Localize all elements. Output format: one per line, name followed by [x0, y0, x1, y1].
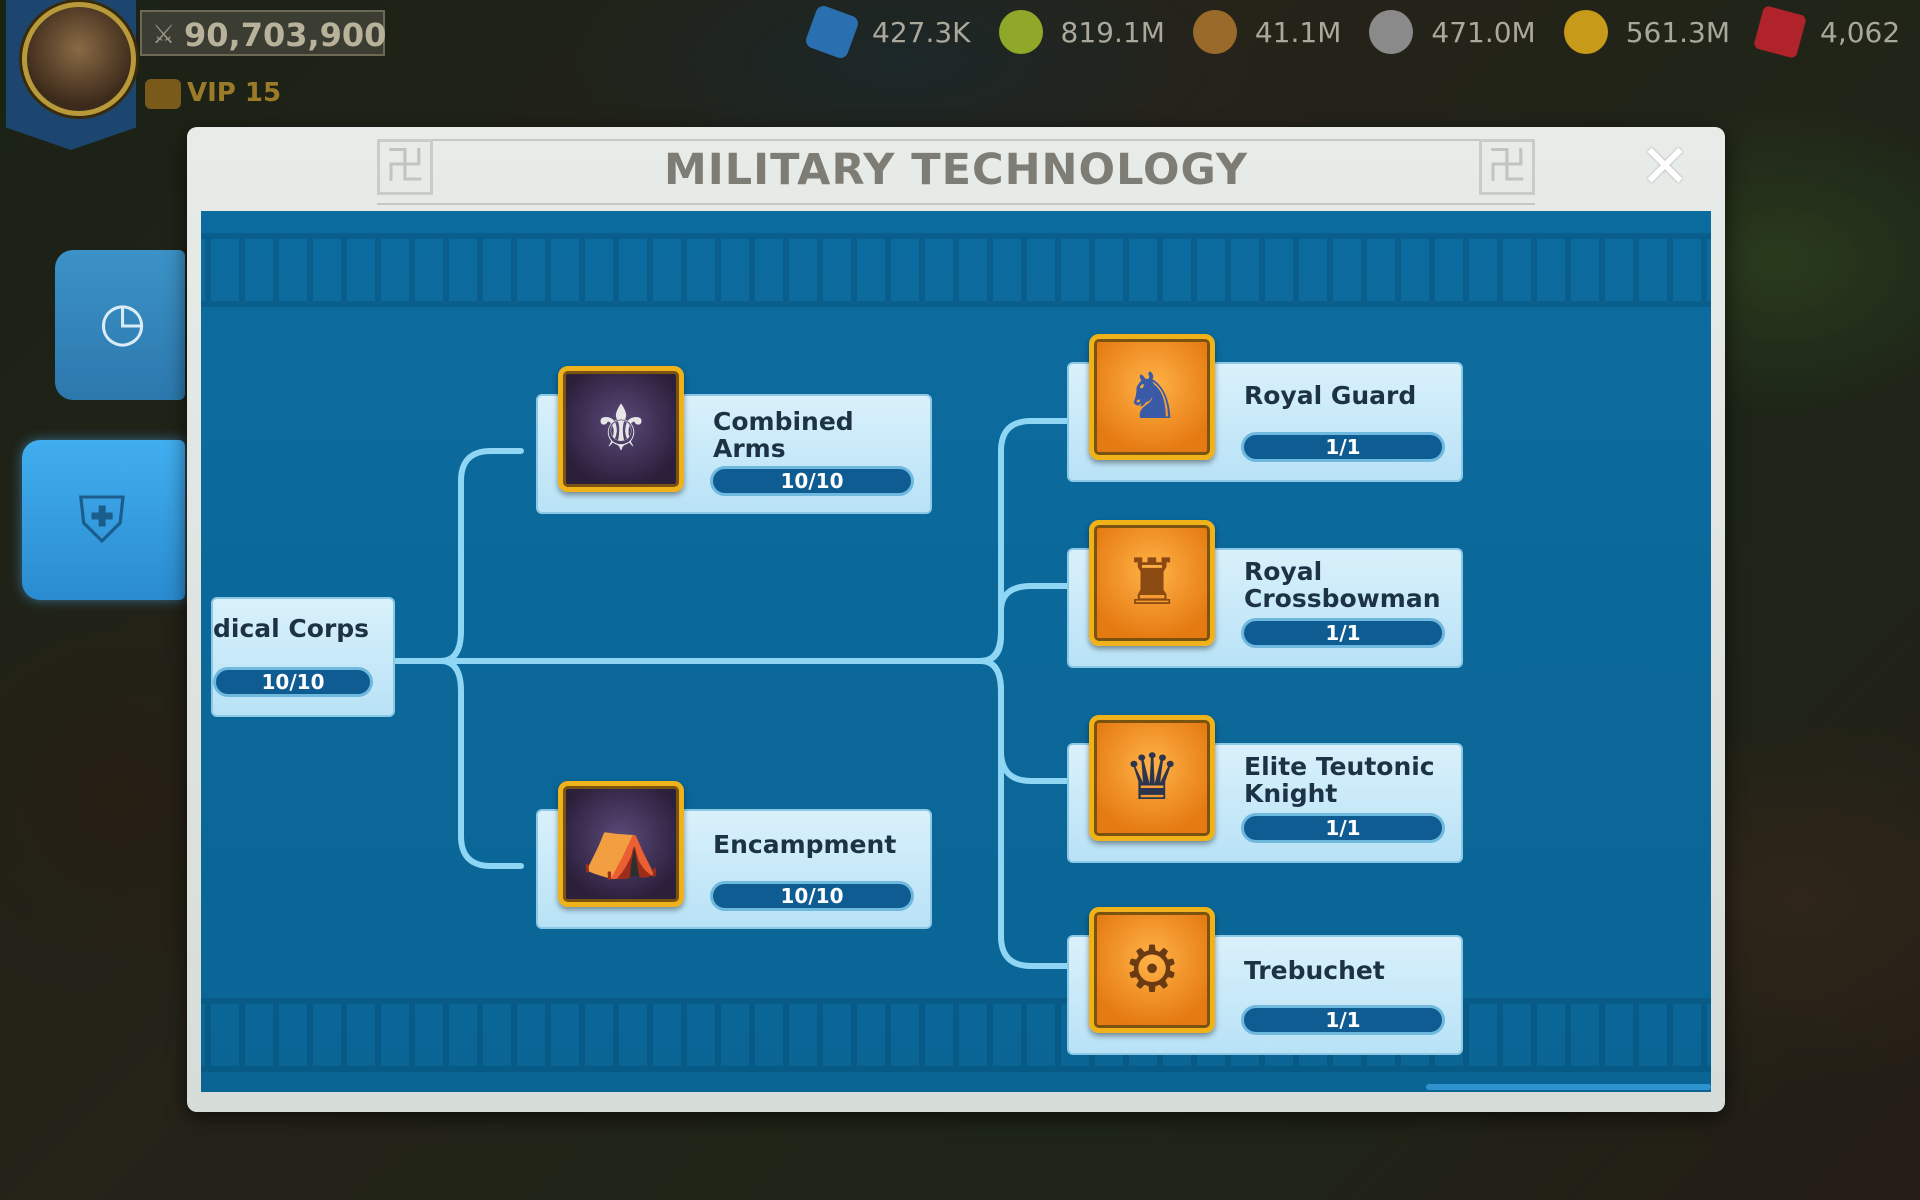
sword-shield-icon: ⛨ [78, 484, 126, 558]
player-avatar[interactable] [22, 2, 136, 116]
blue-gem-icon [803, 3, 861, 61]
vip-crown-icon [145, 78, 181, 109]
tech-name: Elite Teutonic Knight [1244, 753, 1435, 807]
resource-value: 427.3K [872, 15, 971, 49]
knight-portrait-icon: ♞ [1123, 360, 1181, 434]
siege-engine-icon: ⚙ [1123, 933, 1181, 1007]
tab-military-technology[interactable]: ⛨ [22, 440, 185, 600]
spearheads-icon: ⚜ [592, 392, 650, 466]
tech-name-line: Elite Teutonic [1244, 752, 1435, 781]
resource-value: 4,062 [1820, 15, 1901, 49]
gold-coin-icon [1563, 10, 1608, 54]
tech-name: Royal Guard [1244, 381, 1417, 410]
tech-name: Trebuchet [1244, 956, 1385, 985]
tech-tree-connectors [393, 418, 1074, 969]
resource-value: 41.1M [1254, 15, 1342, 49]
connector-line [978, 418, 1074, 664]
tech-name: Encampment [713, 830, 897, 859]
power-value: 90,703,900 [184, 16, 387, 54]
tech-progress-bar: 1/1 [1241, 813, 1445, 843]
greek-key-ornament-icon: 卍 [377, 139, 433, 195]
trebuchet-icon[interactable]: ⚙ [1089, 907, 1215, 1033]
close-button[interactable]: ✕ [1635, 137, 1695, 197]
royal-crossbowman-icon[interactable]: ♜ [1089, 520, 1215, 646]
horned-helmet-icon: ♛ [1123, 741, 1181, 815]
tech-progress-bar: 1/1 [1241, 432, 1445, 462]
tech-progress-bar: 10/10 [710, 466, 914, 496]
power-display: ⚔ 90,703,900 [140, 10, 387, 56]
resource-gold[interactable]: 561.3M [1563, 6, 1731, 58]
corn-icon [998, 10, 1043, 54]
resource-gems[interactable]: 427.3K [803, 3, 971, 61]
connector-line [978, 583, 1074, 664]
horizontal-scroll-indicator[interactable] [1426, 1084, 1711, 1090]
resource-food[interactable]: 819.1M [998, 6, 1165, 58]
royal-guard-icon[interactable]: ♞ [1089, 334, 1215, 460]
title-frame [377, 139, 1535, 205]
tech-progress-bar: 1/1 [1241, 1005, 1445, 1035]
tab-economic-technology[interactable]: ◷ [55, 250, 185, 400]
tech-name-line: Combined [713, 407, 854, 436]
sword-icon: ⚔ [152, 20, 176, 50]
tent-icon: ⛺ [581, 807, 661, 882]
tech-name-line: Crossbowman [1244, 584, 1441, 613]
tech-name-line: Royal [1244, 557, 1323, 586]
greek-key-ornament-icon: 卍 [1479, 139, 1535, 195]
tech-name: Royal Crossbowman [1244, 558, 1441, 612]
resource-value: 471.0M [1431, 15, 1536, 49]
coin-clock-icon: ◷ [99, 290, 147, 353]
window-title: MILITARY TECHNOLOGY [663, 145, 1249, 195]
tech-name-line: Arms [713, 434, 786, 463]
tech-card-medical-corps[interactable]: dical Corps 10/10 [211, 597, 395, 717]
resource-value: 819.1M [1060, 15, 1165, 49]
resource-wood[interactable]: 41.1M [1192, 6, 1342, 58]
tech-name: dical Corps [213, 614, 370, 643]
tech-progress-bar: 1/1 [1241, 618, 1445, 648]
tech-tree-panel[interactable]: dical Corps 10/10 Combined Arms 10/10 ⚜ … [201, 211, 1711, 1092]
resource-value: 561.3M [1625, 15, 1731, 49]
connector-line [438, 658, 524, 869]
vip-label: VIP 15 [187, 78, 282, 108]
meander-border [201, 233, 1711, 307]
resource-stone[interactable]: 471.0M [1369, 6, 1536, 58]
encampment-icon[interactable]: ⛺ [558, 781, 684, 907]
tech-progress-bar: 10/10 [710, 881, 914, 911]
military-technology-window: 卍 卍 MILITARY TECHNOLOGY ✕ dical Corps [187, 127, 1725, 1112]
connector-line [978, 658, 1074, 969]
tech-name: Combined Arms [713, 408, 854, 462]
connector-line [978, 658, 1074, 784]
vip-badge[interactable]: VIP 15 [145, 78, 281, 109]
close-icon: ✕ [1639, 132, 1691, 202]
resource-bar: 427.3K 819.1M 41.1M 471.0M 561.3M 4,062 [803, 3, 1920, 61]
ruby-gem-icon [1753, 5, 1807, 59]
resource-ruby[interactable]: 4,062 [1753, 5, 1901, 59]
stone-icon [1369, 10, 1414, 54]
wood-icon [1192, 10, 1237, 54]
elite-teutonic-knight-icon[interactable]: ♛ [1089, 715, 1215, 841]
title-bar: 卍 卍 MILITARY TECHNOLOGY ✕ [187, 127, 1725, 211]
crossbowman-portrait-icon: ♜ [1123, 546, 1181, 620]
tech-name-line: Knight [1244, 779, 1338, 808]
tech-progress-bar: 10/10 [213, 667, 373, 697]
combined-arms-icon[interactable]: ⚜ [558, 366, 684, 492]
connector-line [438, 448, 524, 664]
